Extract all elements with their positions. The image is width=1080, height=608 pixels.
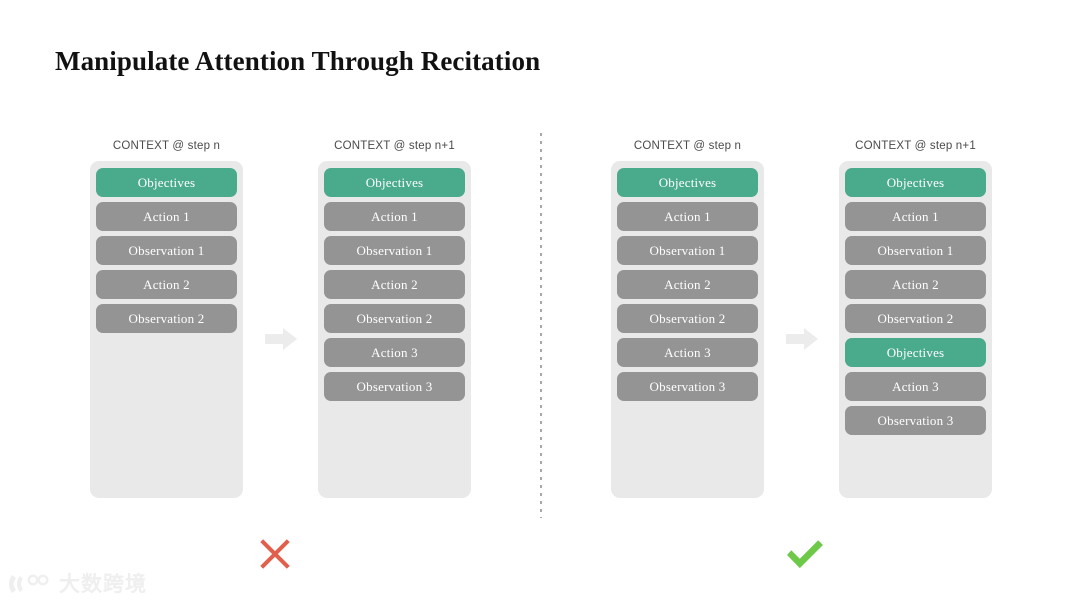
panel-without-recitation: CONTEXT @ step n Objectives Action 1 Obs…	[90, 140, 471, 507]
watermark: 大数跨境	[8, 572, 147, 596]
context-block-action-1[interactable]: Action 1	[617, 202, 758, 231]
column-step-n-plus-1: CONTEXT @ step n+1 Objectives Action 1 O…	[839, 140, 992, 498]
context-block-action-1[interactable]: Action 1	[324, 202, 465, 231]
column-step-n-plus-1: CONTEXT @ step n+1 Objectives Action 1 O…	[318, 140, 471, 498]
context-block-objectives-recited[interactable]: Objectives	[845, 338, 986, 367]
context-block-action-3[interactable]: Action 3	[324, 338, 465, 367]
context-block-action-1[interactable]: Action 1	[845, 202, 986, 231]
watermark-text: 大数跨境	[59, 572, 147, 596]
context-block-objectives[interactable]: Objectives	[96, 168, 237, 197]
context-block-observation-3[interactable]: Observation 3	[617, 372, 758, 401]
context-block-observation-1[interactable]: Observation 1	[324, 236, 465, 265]
column-header: CONTEXT @ step n	[633, 140, 742, 152]
context-block-observation-1[interactable]: Observation 1	[617, 236, 758, 265]
panel-with-recitation: CONTEXT @ step n Objectives Action 1 Obs…	[611, 140, 992, 507]
context-block-action-2[interactable]: Action 2	[96, 270, 237, 299]
arrow-cell	[764, 170, 839, 507]
context-block-observation-3[interactable]: Observation 3	[845, 406, 986, 435]
context-block-observation-2[interactable]: Observation 2	[845, 304, 986, 333]
context-block-action-2[interactable]: Action 2	[845, 270, 986, 299]
check-icon	[784, 537, 826, 571]
context-block-observation-2[interactable]: Observation 2	[324, 304, 465, 333]
context-block-observation-1[interactable]: Observation 1	[96, 236, 237, 265]
context-block-objectives[interactable]: Objectives	[617, 168, 758, 197]
brand-logo-icon	[8, 572, 52, 596]
context-block-observation-2[interactable]: Observation 2	[617, 304, 758, 333]
column-header: CONTEXT @ step n	[112, 140, 221, 152]
vertical-dotted-divider	[540, 133, 542, 518]
context-stack: Objectives Action 1 Observation 1 Action…	[318, 161, 471, 498]
context-block-action-3[interactable]: Action 3	[617, 338, 758, 367]
verdict-with-recitation	[775, 528, 835, 580]
context-block-action-3[interactable]: Action 3	[845, 372, 986, 401]
context-block-action-1[interactable]: Action 1	[96, 202, 237, 231]
context-stack: Objectives Action 1 Observation 1 Action…	[839, 161, 992, 498]
context-stack: Objectives Action 1 Observation 1 Action…	[611, 161, 764, 498]
context-block-observation-2[interactable]: Observation 2	[96, 304, 237, 333]
cross-icon	[256, 535, 294, 573]
context-block-action-2[interactable]: Action 2	[324, 270, 465, 299]
column-header: CONTEXT @ step n+1	[334, 140, 455, 152]
arrow-right-icon	[785, 326, 818, 352]
page-title: Manipulate Attention Through Recitation	[55, 46, 541, 76]
context-block-objectives[interactable]: Objectives	[845, 168, 986, 197]
context-block-observation-1[interactable]: Observation 1	[845, 236, 986, 265]
column-header: CONTEXT @ step n+1	[855, 140, 976, 152]
arrow-cell	[243, 170, 318, 507]
verdict-without-recitation	[245, 528, 305, 580]
context-block-action-2[interactable]: Action 2	[617, 270, 758, 299]
context-block-observation-3[interactable]: Observation 3	[324, 372, 465, 401]
column-step-n: CONTEXT @ step n Objectives Action 1 Obs…	[90, 140, 243, 498]
context-block-objectives[interactable]: Objectives	[324, 168, 465, 197]
context-stack: Objectives Action 1 Observation 1 Action…	[90, 161, 243, 498]
arrow-right-icon	[264, 326, 297, 352]
column-step-n: CONTEXT @ step n Objectives Action 1 Obs…	[611, 140, 764, 498]
